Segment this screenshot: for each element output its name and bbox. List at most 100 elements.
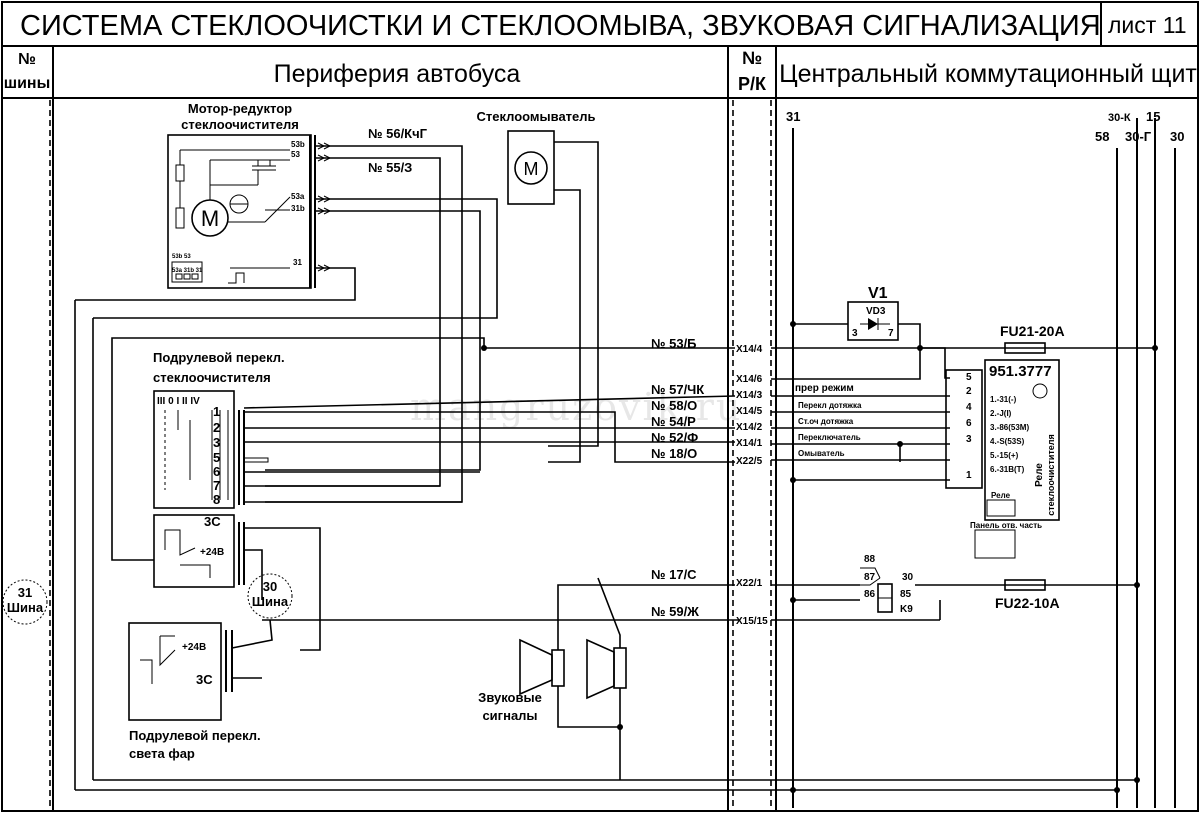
light2-24v: +24В (182, 642, 206, 653)
wiper-switch-positions: III 0 I II IV (157, 396, 200, 407)
connector-label: X14/4 (736, 344, 763, 355)
ground-wires (74, 300, 1140, 793)
light-switch (128, 619, 740, 721)
light2-3c: 3С (196, 672, 213, 687)
relay-input-labels: прер режим Перекл дотяжка Ст.оч дотяжка … (795, 383, 862, 458)
col-bus-header-2: шины (4, 75, 51, 92)
k9-pin-86: 86 (864, 589, 876, 600)
bus30-circle (247, 573, 293, 619)
wiper-relay-code: 951.3777 (989, 363, 1052, 380)
relay-k9 (860, 567, 893, 613)
k9-pin-87: 87 (864, 572, 876, 583)
horns-label-2: сигналы (482, 708, 537, 723)
relay-legend: 1.-31(-) 2.-J(I) 3.-86(53M) 4.-S(53S) 5.… (990, 395, 1029, 474)
sheet-number: лист 11 (1108, 12, 1187, 38)
watermark: mangruzovik.ru (410, 385, 742, 429)
bus-31-label: 31 (786, 109, 800, 124)
relay-legend-item: 4.-S(53S) (990, 437, 1025, 446)
switch-pin-8: 8 (213, 492, 220, 507)
page-title: СИСТЕМА СТЕКЛООЧИСТКИ И СТЕКЛООМЫВА, ЗВУ… (20, 10, 1101, 42)
switch-pin-3: 3 (213, 435, 220, 450)
wiper-motor-label-1: Мотор-редуктор (188, 101, 292, 116)
relay-legend-item: 6.-31B(T) (990, 465, 1025, 474)
bus-30-label: 30 (1170, 129, 1184, 144)
col-rk-header-1: № (742, 48, 762, 68)
motor-pin-53b: 53b (291, 140, 305, 149)
panel-socket (974, 529, 1016, 559)
relay-pin: 3 (966, 434, 972, 445)
connector-label: X14/6 (736, 374, 763, 385)
motor-pin-53a: 53a (291, 192, 305, 201)
svg-text:M: M (201, 206, 219, 231)
diode-pin-k: 7 (888, 328, 894, 339)
switch-pin-7: 7 (213, 478, 220, 493)
light-switch-label-1: Подрулевой перекл. (129, 728, 261, 743)
washer: M (507, 130, 599, 463)
light-switch-label-2: света фар (129, 746, 195, 761)
motor-wires (75, 142, 498, 503)
fuse-fu21 (1004, 342, 1046, 354)
switch-pin-5: 5 (213, 450, 220, 465)
wire-55-label: № 55/З (368, 160, 412, 175)
washer-label: Стеклоомыватель (476, 109, 595, 124)
wiper-relay-name-2: стеклоочистителя (1046, 434, 1056, 516)
wire-label: № 53/Б (651, 336, 697, 351)
motor-conn-row1: 53b 53 (172, 254, 191, 260)
relay-pin: 2 (966, 386, 972, 397)
k9-label: K9 (900, 604, 913, 615)
relay-pin: 4 (966, 402, 972, 413)
motor-connector (171, 261, 203, 283)
relay-pin: 6 (966, 418, 972, 429)
col-periphery-header: Периферия автобуса (274, 60, 521, 88)
diode-pin-a: 3 (852, 328, 858, 339)
motor-conn-row2: 53a 31b 31 (172, 268, 203, 274)
relay-legend-item: 3.-86(53M) (990, 423, 1029, 432)
light-switch-24v: +24В (200, 547, 224, 558)
switch-pin-6: 6 (213, 464, 220, 479)
fuse-fu22-label: FU22-10A (995, 595, 1060, 611)
relay-small-label: Реле (991, 491, 1011, 500)
horns (519, 577, 735, 780)
bus31-circle-top: 31 (18, 585, 32, 600)
relay-pin: 5 (966, 372, 972, 383)
wiper-relay (945, 359, 1060, 559)
col-rk-header-2: Р/К (738, 74, 767, 94)
connector-label: X15/15 (736, 616, 768, 627)
panel-label: Панель отв. часть (970, 521, 1042, 530)
bus-58-label: 58 (1095, 129, 1109, 144)
relay-pin: 1 (966, 470, 972, 481)
wiper-motor-label-2: стеклоочистителя (181, 117, 299, 132)
k9-pin-88: 88 (864, 554, 876, 565)
connector-label: X22/5 (736, 456, 763, 467)
central-wires (771, 321, 1158, 621)
wire-label: № 58/О (651, 398, 697, 413)
relay-legend-item: 5.-15(+) (990, 451, 1019, 460)
horns-label-1: Звуковые (478, 690, 542, 705)
wiper-switch-label-1: Подрулевой перекл. (153, 350, 285, 365)
col-central-header: Центральный коммутационный щит (779, 60, 1197, 88)
relay-input-label: Переключатель (798, 433, 861, 442)
relay-input-label: Омыватель (798, 449, 845, 458)
connector-label: X14/5 (736, 406, 763, 417)
wiper-motor: M (167, 134, 312, 289)
bus-lines (792, 118, 1176, 808)
fuse-fu21-label: FU21-20A (1000, 323, 1065, 339)
wire-table: № 53/Б X14/4 № 57/ЧК X14/6 № 58/О X14/3 … (651, 336, 768, 627)
bus-30g-label: 30-Г (1125, 129, 1152, 144)
col-bus-header-1: № (18, 51, 36, 68)
connector-label: X14/3 (736, 390, 763, 401)
bus-30k-label: 30-К (1108, 112, 1131, 124)
switch-pin-2: 2 (213, 420, 220, 435)
light-switch-3c: 3С (204, 514, 221, 529)
bus31-circle (2, 579, 48, 625)
k9-pin-85: 85 (900, 589, 912, 600)
relay-input-pins: 5 2 4 6 3 1 (966, 372, 972, 481)
wiper-switch (153, 390, 321, 651)
connector-label: X14/1 (736, 438, 763, 449)
relay-input-label: прер режим (795, 383, 854, 394)
bus30-circle-bottom: Шина (252, 594, 289, 609)
diode-vd: VD3 (866, 306, 886, 317)
wire-label: № 18/О (651, 446, 697, 461)
